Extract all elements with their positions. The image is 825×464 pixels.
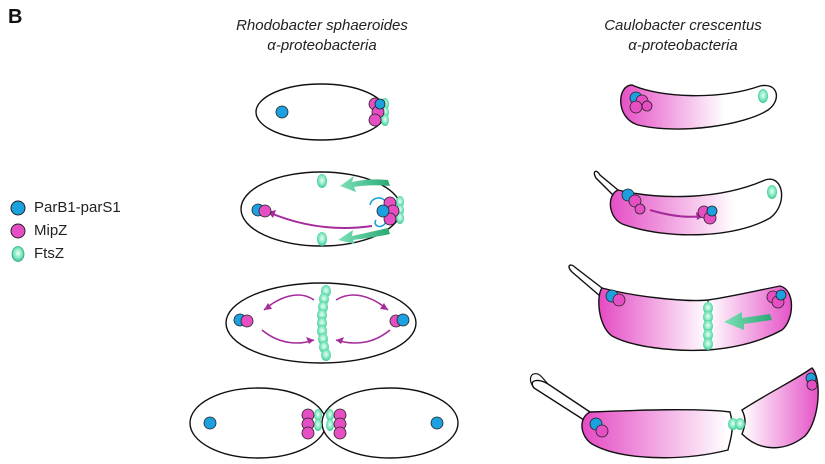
caulobacter-cell-stage-3 <box>569 265 798 354</box>
rhodobacter-cell-stage-3 <box>226 283 416 363</box>
caulobacter-cell-stage-1 <box>615 80 776 140</box>
mipz-cluster <box>369 98 389 126</box>
rhodobacter-cell-stage-2 <box>241 172 404 246</box>
caulobacter-cell-stage-4 <box>531 362 824 464</box>
rhodobacter-cell-stage-4 <box>190 388 458 458</box>
caulobacter-cell-stage-2 <box>594 171 781 245</box>
rhodobacter-cell-stage-1 <box>256 84 389 140</box>
